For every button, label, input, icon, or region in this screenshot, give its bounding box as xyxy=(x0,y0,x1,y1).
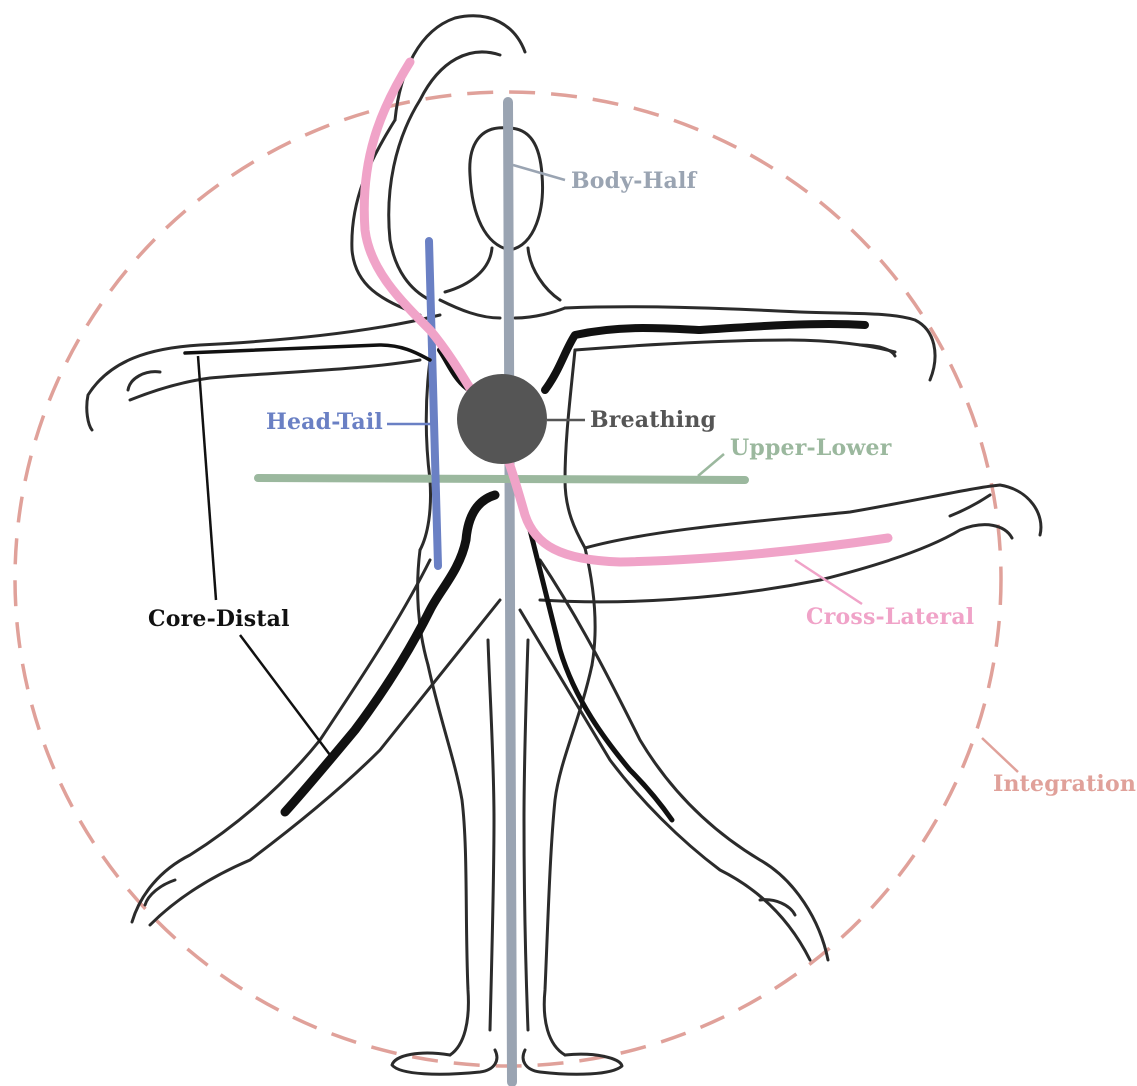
core-distal-label: Core-Distal xyxy=(148,606,290,632)
head-tail-label: Head-Tail xyxy=(266,409,383,435)
breathing-label: Breathing xyxy=(590,407,716,433)
body-half-leader xyxy=(513,165,565,180)
body-half-label: Body-Half xyxy=(571,168,698,194)
integration-leader xyxy=(982,738,1018,772)
cross-lateral-label: Cross-Lateral xyxy=(806,604,974,630)
breathing-circle xyxy=(457,374,547,464)
integration-label: Integration xyxy=(993,771,1136,797)
dancer-figure xyxy=(87,16,1041,1074)
core-distal-leader-lower xyxy=(240,635,330,755)
upper-lower-axis xyxy=(258,478,745,480)
core-distal-leader-upper xyxy=(198,356,216,600)
upper-lower-leader xyxy=(698,454,724,476)
upper-lower-label: Upper-Lower xyxy=(730,435,892,461)
body-half-axis xyxy=(508,102,512,1082)
